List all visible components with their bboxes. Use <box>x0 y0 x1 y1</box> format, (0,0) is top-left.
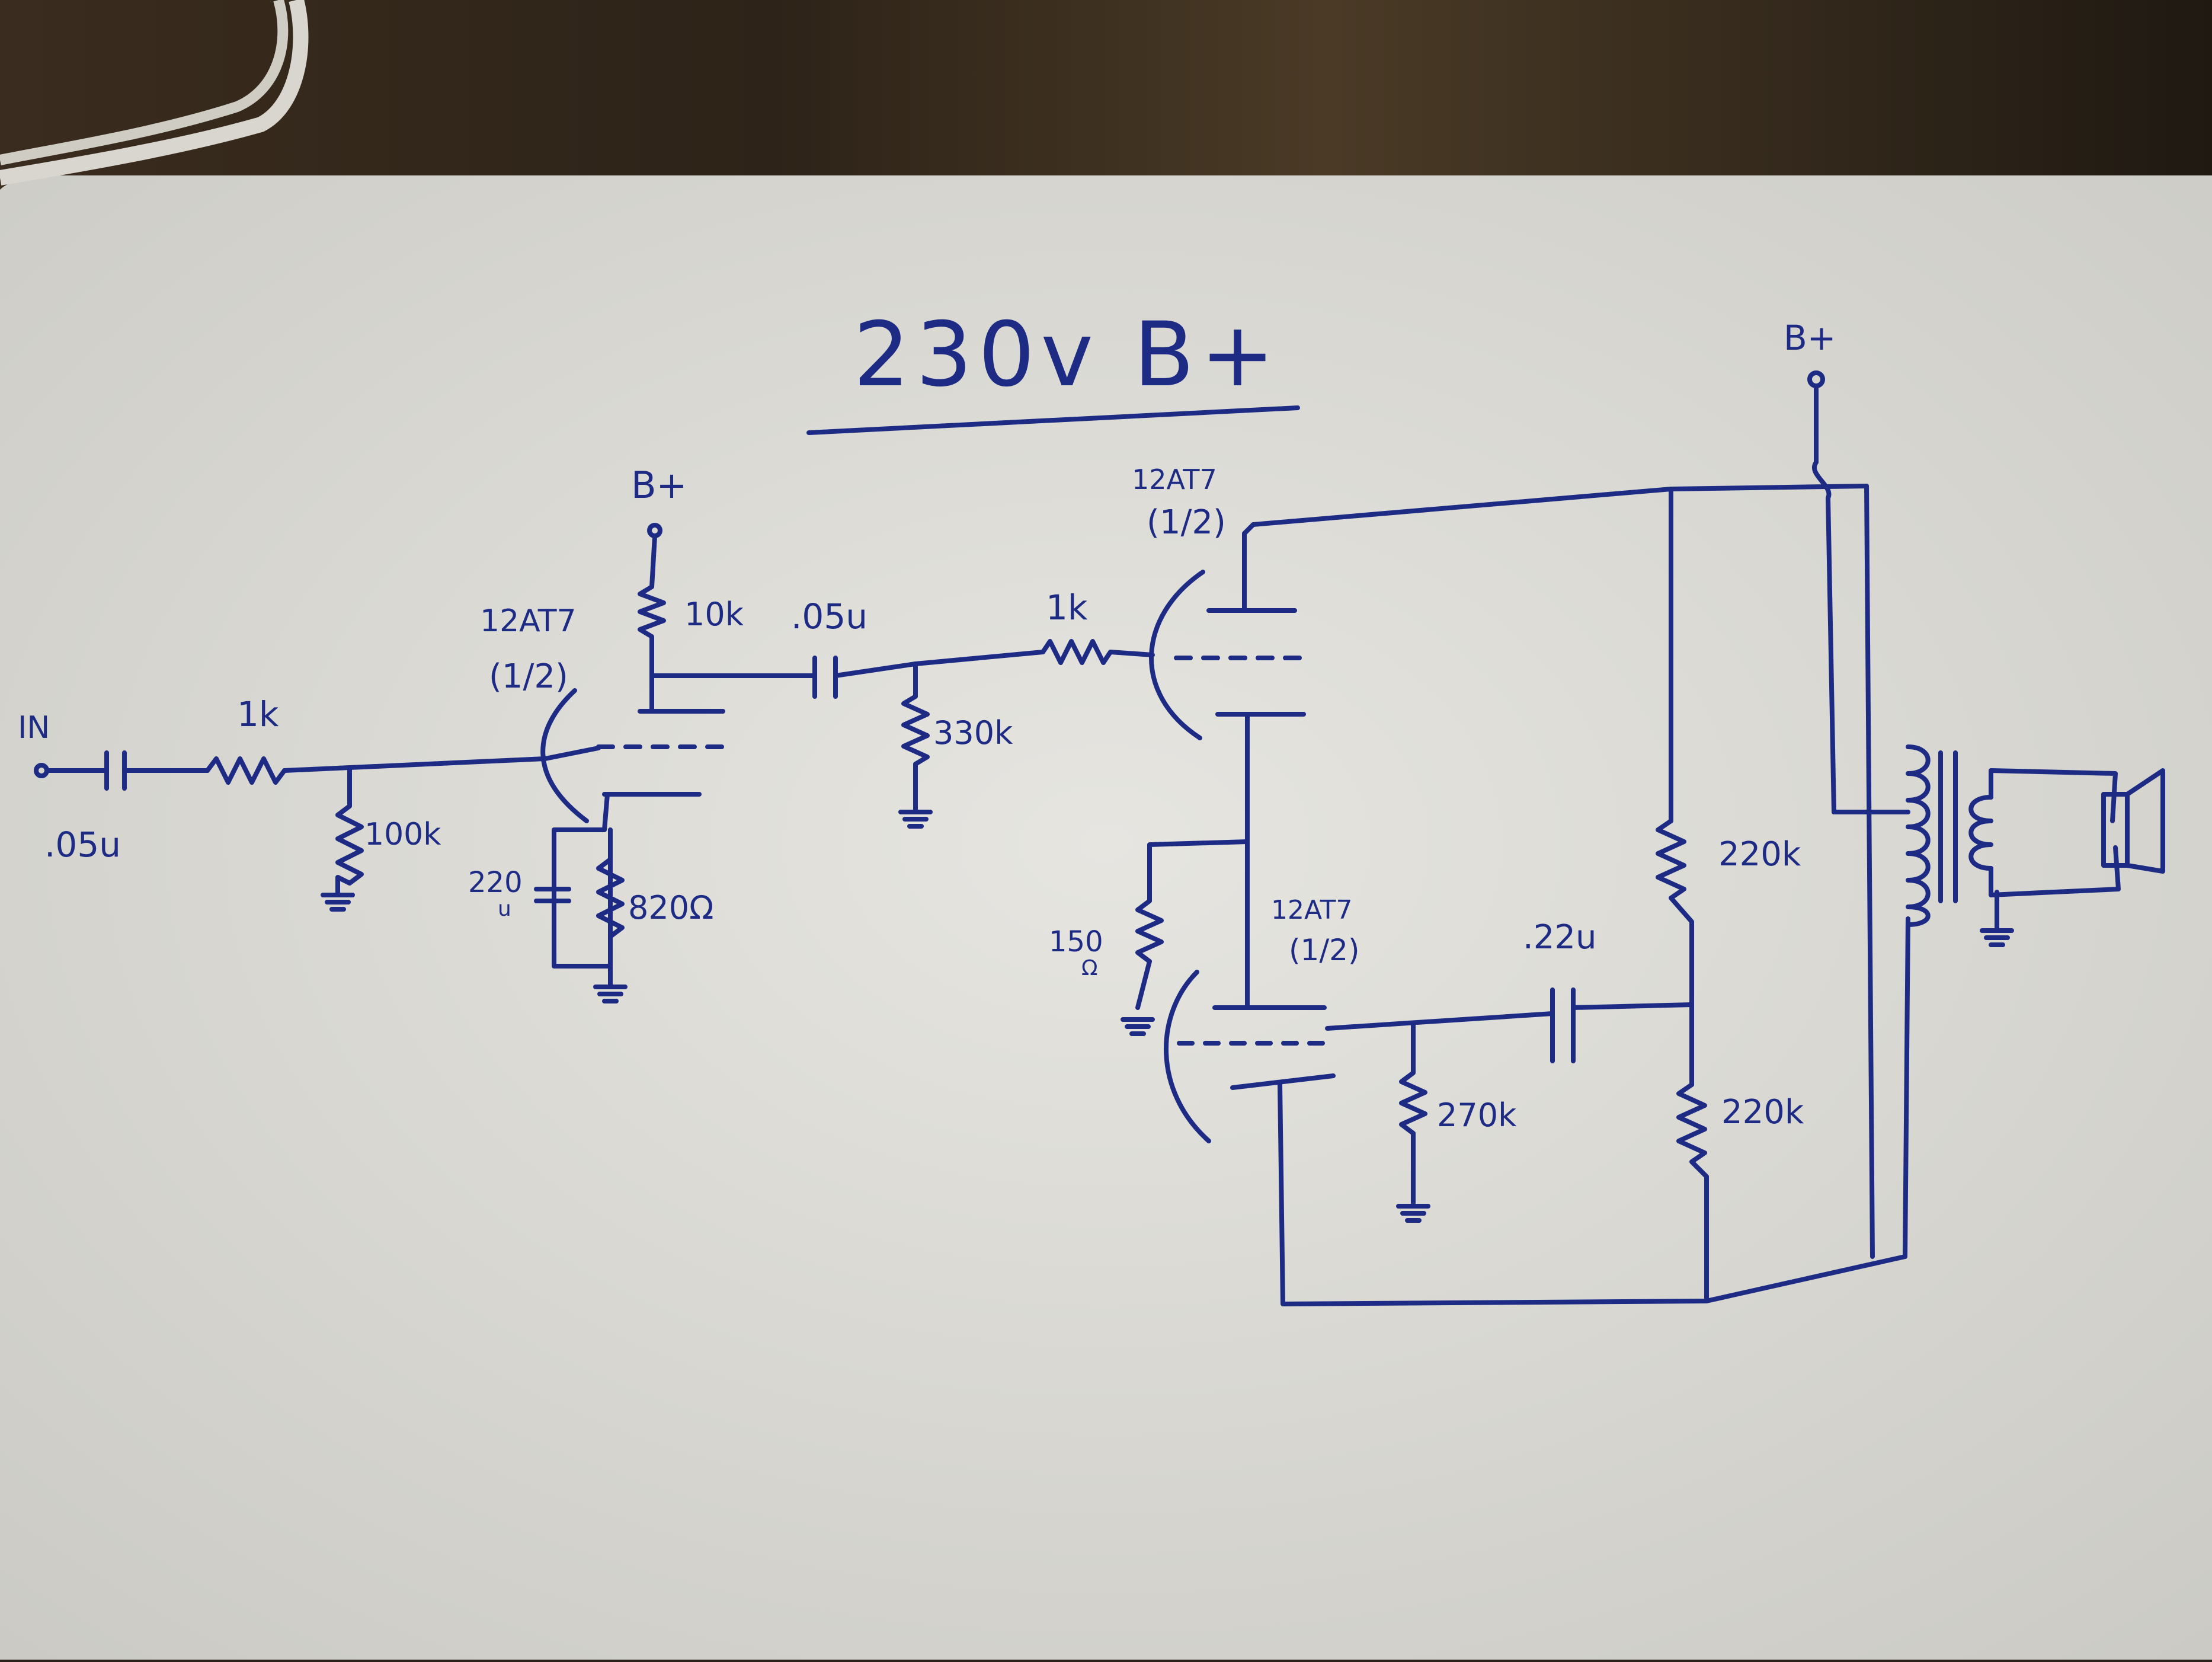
wire <box>347 756 548 770</box>
input-label: IN <box>18 710 50 746</box>
coupling-cap-label: .05u <box>791 596 867 637</box>
ground-symbol <box>321 893 355 912</box>
speaker-cone <box>2125 768 2165 874</box>
v3-grid-resistor-label: 270k <box>1437 1097 1517 1134</box>
v3-cathode-resistor-unit: Ω <box>1081 956 1098 980</box>
wood-background <box>0 0 2212 196</box>
v1-bplus-label: B+ <box>631 464 687 507</box>
schematic <box>34 370 2165 1306</box>
ground-symbol <box>1396 1204 1430 1223</box>
ot-bplus-label: B+ <box>1784 318 1836 358</box>
v1-plate-resistor-symbol <box>638 534 666 714</box>
wire <box>1278 1082 1907 1306</box>
divider-bottom-label: 220k <box>1721 1093 1804 1132</box>
v1-tube-envelope <box>540 688 589 823</box>
wire <box>1864 484 1875 1259</box>
v2-grid-resistor-symbol <box>1041 639 1113 665</box>
ground-symbol <box>898 810 933 829</box>
wire <box>1242 522 1256 613</box>
v1-cathode-resistor-symbol <box>596 857 625 939</box>
v3-cathode <box>1230 1073 1336 1090</box>
v1-half-label: (1/2) <box>489 657 568 696</box>
labels: 230v B+ IN .05u 1k 100k 12AT7 (1/2) B+ 1… <box>18 303 1836 1134</box>
v3-tube-label: 12AT7 <box>1271 895 1353 925</box>
wire <box>1108 650 1155 657</box>
divider-top-resistor-symbol <box>1656 819 1694 1087</box>
wire <box>1325 1011 1555 1031</box>
v2-tube-label: 12AT7 <box>1132 464 1217 496</box>
wire <box>913 650 1045 666</box>
v1-plate-resistor-label: 10k <box>684 596 744 633</box>
v1-cathode-cap-unit: u <box>498 897 511 921</box>
grid-resistor-label: 330k <box>933 714 1013 752</box>
v1-cathode-resistor-label: 820Ω <box>628 889 713 926</box>
wire <box>1571 1002 1694 1010</box>
title-underline <box>806 405 1300 435</box>
divider-top-label: 220k <box>1718 835 1801 874</box>
wire <box>1903 916 1910 1259</box>
grid-leak-label: 100k <box>364 817 441 852</box>
ground-symbol <box>1980 890 2014 947</box>
title: 230v B+ <box>853 303 1281 407</box>
v3-half-label: (1/2) <box>1289 933 1359 967</box>
v2-grid-resistor-label: 1k <box>1046 587 1088 628</box>
v1-cathode-capacitor-symbol <box>534 887 571 903</box>
v2-half-label: (1/2) <box>1147 503 1226 542</box>
v1-tube-label: 12AT7 <box>480 603 577 639</box>
wire <box>1812 384 1836 814</box>
input-resistor-symbol <box>205 756 287 785</box>
divider-bottom-resistor-symbol <box>1676 1082 1709 1303</box>
v3-grid-resistor-symbol <box>1399 1023 1427 1206</box>
ground-symbol <box>1121 1017 1155 1036</box>
v3-tube-envelope <box>1164 970 1211 1143</box>
cable <box>0 0 309 186</box>
wire <box>282 765 352 773</box>
feedback-cap-label: .22u <box>1523 918 1597 957</box>
wire <box>1989 768 2118 823</box>
wire <box>1989 845 2121 897</box>
ot-primary-coil <box>1906 744 1931 927</box>
wire <box>552 792 613 969</box>
grid-leak-resistor-symbol <box>335 765 364 897</box>
cable <box>0 0 289 165</box>
ot-secondary-coil <box>1968 795 1993 871</box>
input-resistor-label: 1k <box>237 694 279 734</box>
grid-resistor-symbol <box>901 661 930 814</box>
input-cap-label: .05u <box>44 824 121 865</box>
wire <box>543 746 601 761</box>
wire <box>833 661 918 678</box>
v3-cathode-resistor-label: 150 <box>1049 925 1103 958</box>
v2-tube-envelope <box>1149 570 1205 740</box>
feedback-capacitor-symbol <box>1550 987 1576 1063</box>
ground-symbol <box>593 964 628 1003</box>
ot-core <box>1938 750 1958 903</box>
v1-cathode-cap-label: 220 <box>468 866 523 899</box>
v3-cathode-resistor-symbol <box>1135 839 1250 1010</box>
paper-sheet <box>0 175 2212 1660</box>
